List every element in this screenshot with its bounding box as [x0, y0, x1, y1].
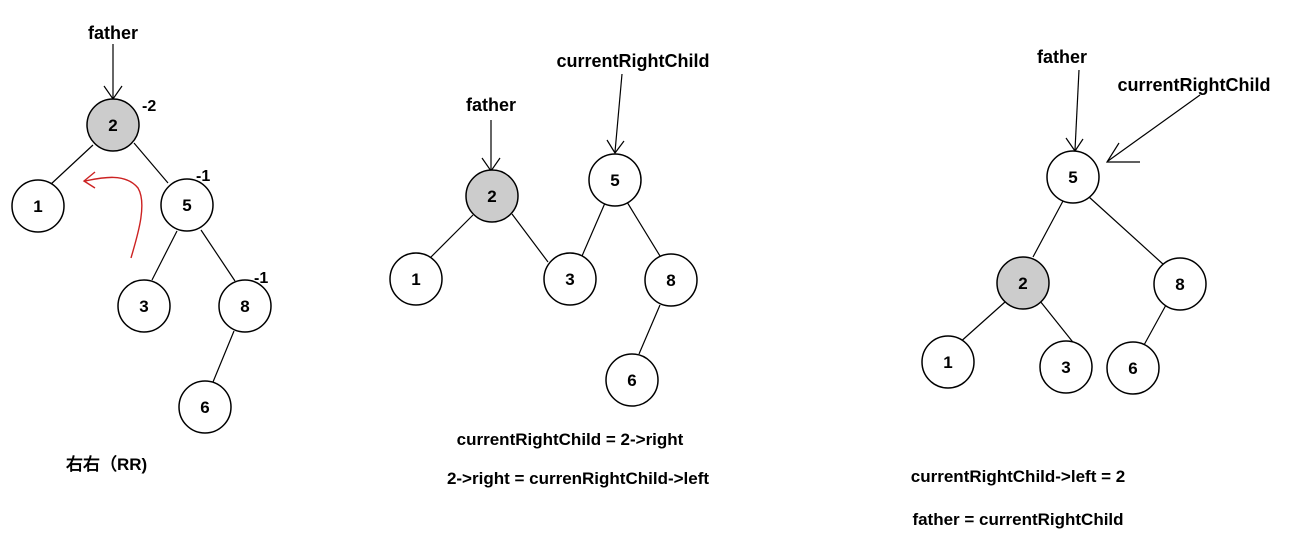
node-5 [588, 153, 642, 207]
node-2 [996, 256, 1050, 310]
edge-8-6 [1143, 304, 1167, 346]
rotation-arrow [84, 176, 143, 259]
node-1 [11, 179, 65, 233]
node-1 [389, 252, 443, 306]
node-3-label: 3 [139, 297, 148, 316]
node-5 [1046, 150, 1100, 204]
edge-8-6 [212, 330, 235, 383]
node-2-label: 2 [1018, 274, 1027, 293]
current-right-child-label: currentRightChild [1118, 75, 1271, 95]
node-6-label: 6 [627, 371, 636, 390]
node-8-balance: -1 [254, 270, 268, 287]
node-3-label: 3 [1061, 358, 1070, 377]
edge-2-5 [133, 142, 169, 184]
panel-3: father currentRightChild 5 2 8 1 3 6 cur… [911, 47, 1271, 529]
edge-5-8 [200, 229, 236, 282]
edge-8-6 [638, 304, 661, 355]
father-label: father [466, 95, 516, 115]
father-label: father [88, 23, 138, 43]
node-8-label: 8 [666, 271, 675, 290]
node-2-label: 2 [108, 116, 117, 135]
edge-2-3 [511, 213, 549, 263]
current-pointer-arrow [614, 73, 623, 153]
node-2 [86, 98, 140, 152]
node-2-balance: -2 [142, 98, 156, 115]
node-1 [921, 335, 975, 389]
node-6 [178, 380, 232, 434]
node-6-label: 6 [1128, 359, 1137, 378]
node-6-label: 6 [200, 398, 209, 417]
node-6 [1106, 341, 1160, 395]
edge-5-8 [626, 201, 661, 257]
node-3 [1039, 340, 1093, 394]
current-pointer-arrowhead [606, 139, 625, 155]
node-8-label: 8 [240, 297, 249, 316]
node-1-label: 1 [411, 270, 420, 289]
edge-2-3 [1039, 300, 1077, 347]
node-5-label: 5 [1068, 168, 1077, 187]
edge-2-1 [429, 214, 474, 259]
panel-3-caption-line-1: currentRightChild->left = 2 [911, 467, 1125, 486]
edge-5-3 [581, 202, 606, 257]
node-2-label: 2 [487, 187, 496, 206]
node-6 [605, 353, 659, 407]
node-8-label: 8 [1175, 275, 1184, 294]
node-5-balance: -1 [196, 168, 210, 185]
panel-2-caption-line-1: currentRightChild = 2->right [457, 430, 684, 449]
node-5 [160, 178, 214, 232]
node-2 [465, 169, 519, 223]
panel-3-caption-line-2: father = currentRightChild [912, 510, 1123, 529]
node-1-label: 1 [33, 197, 42, 216]
current-pointer-arrow [1107, 94, 1201, 162]
panel-1: father 2 -2 1 5 -1 3 8 -1 6 右右（RR) [11, 23, 272, 474]
panel-2-caption-line-2: 2->right = currenRightChild->left [447, 469, 709, 488]
node-1-label: 1 [943, 353, 952, 372]
current-pointer-arrowhead [1105, 142, 1140, 163]
node-8 [644, 253, 698, 307]
father-label: father [1037, 47, 1087, 67]
panel-1-caption: 右右（RR) [66, 454, 147, 474]
node-3 [117, 279, 171, 333]
current-right-child-label: currentRightChild [557, 51, 710, 71]
edge-2-1 [49, 144, 94, 186]
edge-5-2 [1032, 200, 1064, 258]
node-8 [1153, 257, 1207, 311]
node-3 [543, 252, 597, 306]
node-5-label: 5 [182, 196, 191, 215]
rotation-arrowhead [82, 171, 96, 189]
node-3-label: 3 [565, 270, 574, 289]
edge-5-8 [1088, 196, 1165, 266]
edge-5-3 [151, 230, 178, 281]
edge-2-1 [957, 301, 1006, 345]
node-8 [218, 279, 272, 333]
node-5-label: 5 [610, 171, 619, 190]
panel-2: father currentRightChild 2 5 1 3 8 6 cur… [389, 51, 710, 488]
father-pointer-arrow [1074, 69, 1080, 151]
